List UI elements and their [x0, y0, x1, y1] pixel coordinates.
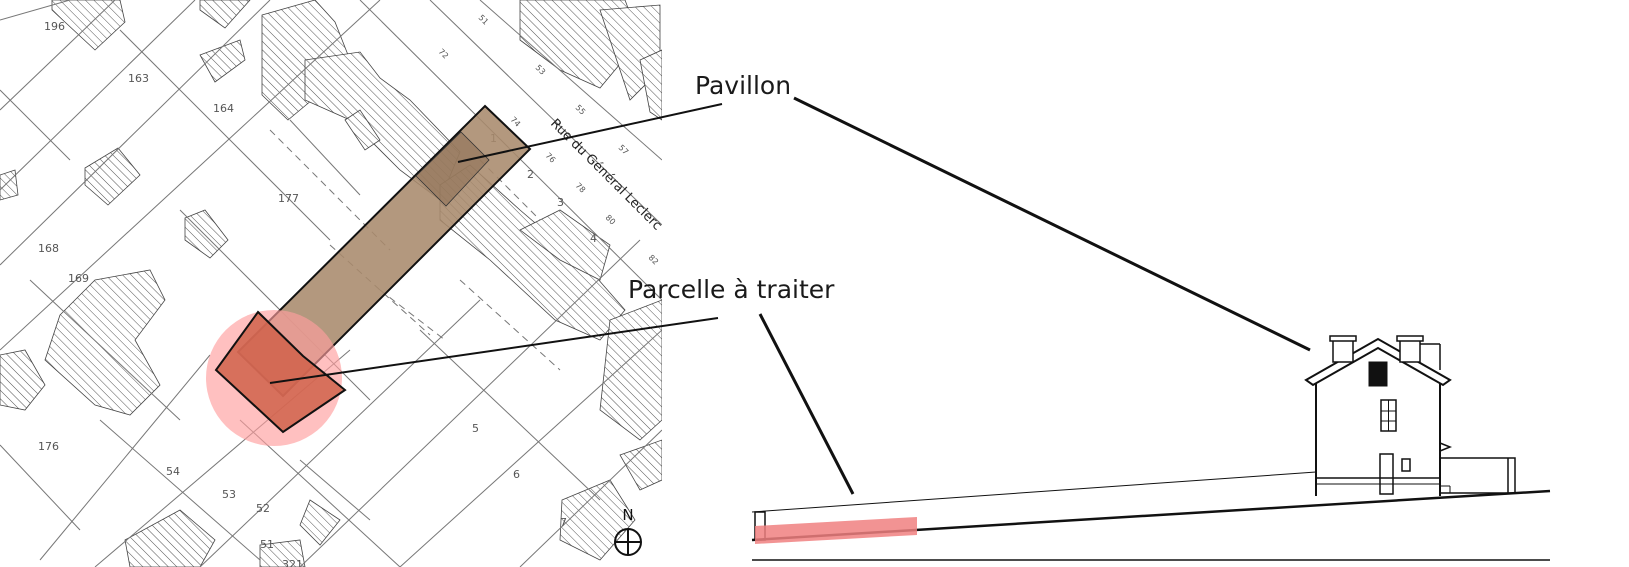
pavillon-building-footprint — [415, 131, 490, 207]
callouts: Pavillon Parcelle à traiter — [269, 71, 1311, 495]
parcel-number-7: 7 — [560, 516, 567, 529]
parcel-number-177: 177 — [278, 192, 299, 205]
street-number-78: 78 — [574, 181, 588, 195]
leader-pavillon-to-house — [793, 96, 1311, 352]
callout-pavillon-label: Pavillon — [695, 71, 791, 100]
street-number-55: 55 — [574, 103, 588, 117]
parcel-number-163: 163 — [128, 72, 149, 85]
parcel-number-6: 6 — [513, 468, 520, 481]
parcel-number-168: 168 — [38, 242, 59, 255]
street-number-76: 76 — [544, 151, 558, 165]
parcel-to-treat — [214, 310, 347, 434]
parcel-number-321: 321 — [282, 558, 303, 567]
ground-line-upper — [751, 471, 1317, 513]
street-number-74: 74 — [509, 115, 523, 129]
callout-parcelle-label: Parcelle à traiter — [628, 275, 835, 304]
cadastral-map: 196 163 164 177 168 169 176 54 53 52 51 … — [0, 0, 662, 567]
street-number-51: 51 — [477, 13, 491, 27]
street-number-57: 57 — [617, 143, 631, 157]
street-number-80: 80 — [604, 213, 618, 227]
section-parcel-highlight — [755, 517, 917, 544]
section-elevation — [751, 335, 1551, 561]
parcel-number-51: 51 — [260, 538, 274, 551]
parcel-number-196: 196 — [44, 20, 65, 33]
leader-parcelle-to-map — [269, 317, 719, 384]
parcel-number-169: 169 — [68, 272, 89, 285]
leader-parcelle-to-section — [758, 313, 855, 495]
street-number-82: 82 — [647, 253, 661, 267]
parcel-number-164: 164 — [213, 102, 234, 115]
parcel-number-52: 52 — [256, 502, 270, 515]
parcel-number-4: 4 — [590, 232, 597, 245]
parcel-number-5: 5 — [472, 422, 479, 435]
street-number-53: 53 — [534, 63, 548, 77]
north-arrow: N — [614, 506, 642, 556]
pavillon-house-drawing — [1304, 335, 1516, 496]
leader-pavillon-to-map — [457, 103, 723, 163]
parcel-number-3: 3 — [557, 196, 564, 209]
map-buildings — [0, 0, 662, 567]
street-number-72: 72 — [437, 47, 451, 61]
parcel-number-53: 53 — [222, 488, 236, 501]
parcel-number-176: 176 — [38, 440, 59, 453]
north-label: N — [622, 506, 633, 524]
parcel-number-54: 54 — [166, 465, 180, 478]
parcel-number-2: 2 — [527, 168, 534, 181]
